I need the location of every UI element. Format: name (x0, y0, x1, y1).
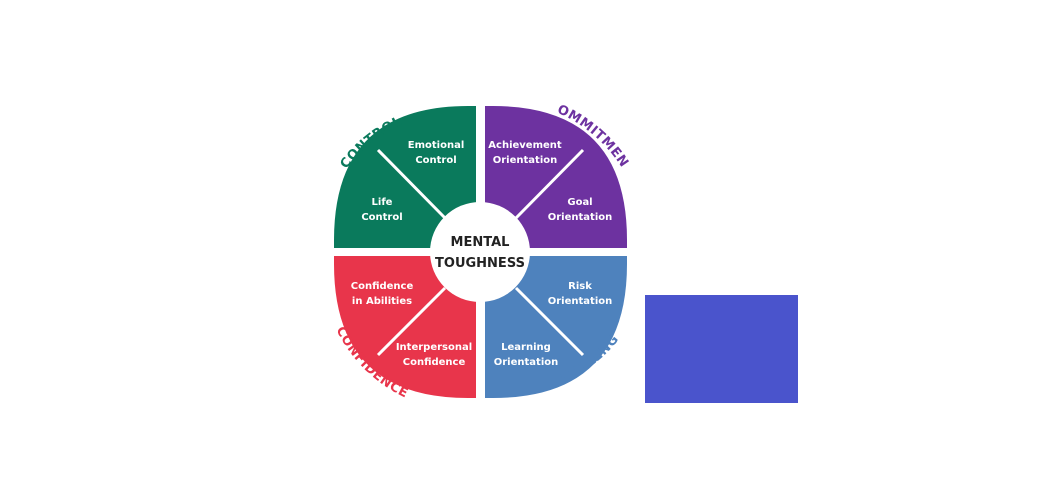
decorative-blue-panel (645, 295, 798, 403)
divider-commitment (514, 148, 585, 220)
label-goal-orientation-1: Goal (567, 197, 592, 208)
label-learning-orientation-2: Orientation (494, 357, 559, 368)
label-risk-orientation-2: Orientation (548, 296, 613, 307)
label-confidence-abilities-1: Confidence (351, 281, 414, 292)
divider-challenge (514, 286, 585, 357)
divider-control (376, 148, 447, 220)
center-label-line1: MENTAL (451, 235, 510, 250)
label-life-control-1: Life (372, 197, 393, 208)
divider-confidence (376, 286, 447, 357)
label-interpersonal-confidence-2: Confidence (403, 357, 466, 368)
label-confidence-abilities-2: in Abilities (352, 296, 412, 307)
label-goal-orientation-2: Orientation (548, 212, 613, 223)
label-achievement-orientation-1: Achievement (488, 140, 562, 151)
label-interpersonal-confidence-1: Interpersonal (396, 342, 472, 353)
center-label-line2: TOUGHNESS (435, 256, 525, 271)
label-learning-orientation-1: Learning (501, 342, 551, 353)
label-achievement-orientation-2: Orientation (493, 155, 558, 166)
label-life-control-2: Control (361, 212, 402, 223)
label-emotional-control-2: Control (415, 155, 456, 166)
label-risk-orientation-1: Risk (568, 281, 592, 292)
label-emotional-control-1: Emotional (408, 140, 465, 151)
center-circle (430, 202, 530, 302)
